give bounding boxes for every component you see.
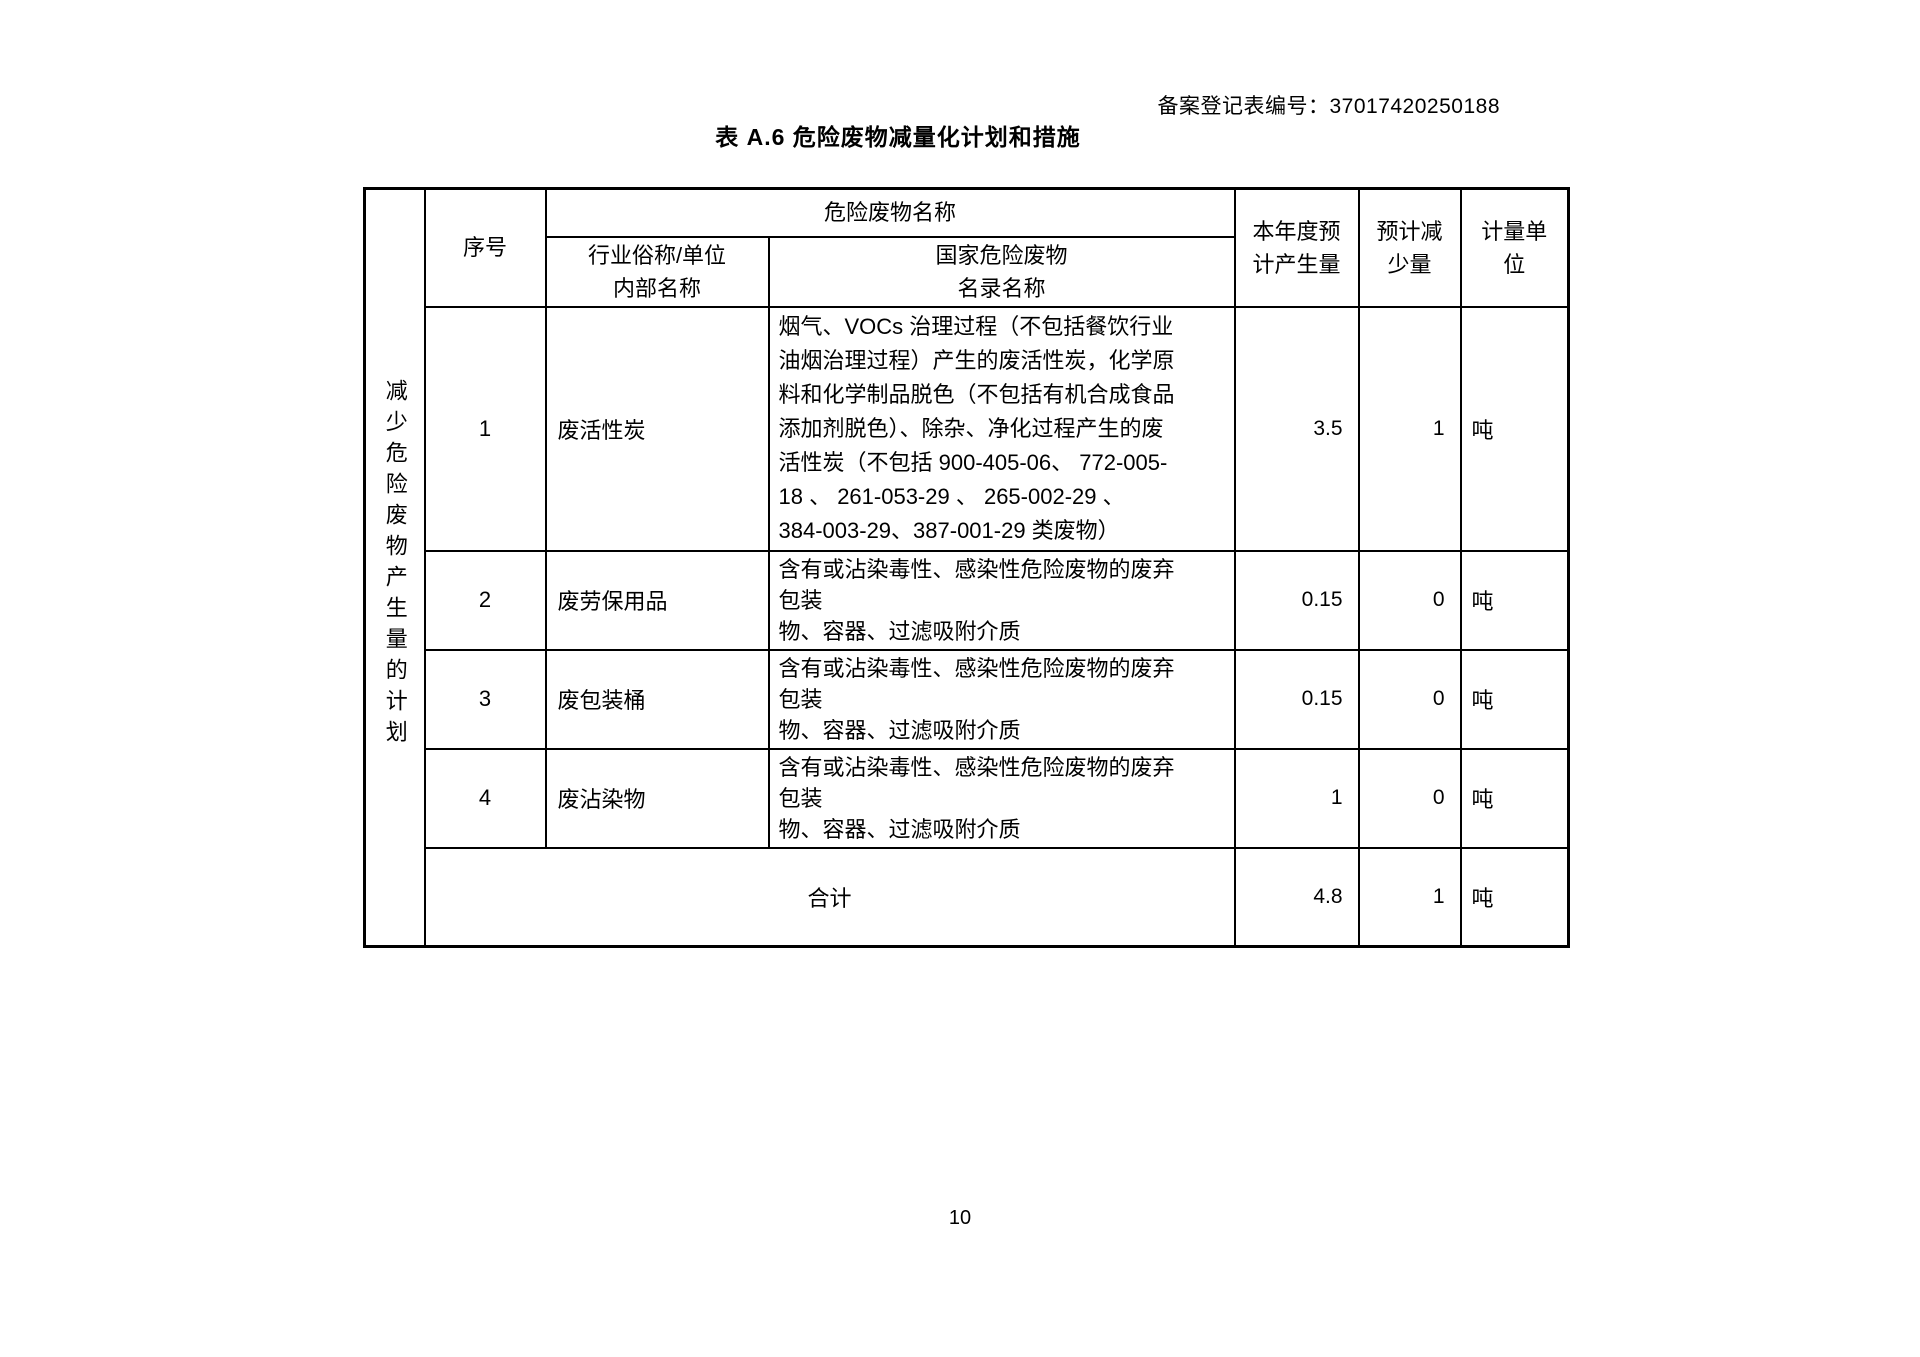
row-industry-alias: 废活性炭 [544,305,770,552]
total-row: 合计 4.8 1 吨 [365,846,1570,948]
table-row: 1 废活性炭 烟气、VOCs 治理过程（不包括餐饮行业 油烟治理过程）产生的废活… [365,305,1570,552]
row-unit: 吨 [1459,305,1570,552]
header-expected-reduction: 预计减 少量 [1357,187,1462,308]
row-generation: 1 [1233,747,1360,849]
row-national-catalog: 含有或沾染毒性、感染性危险废物的废弃 包装 物、容器、过滤吸附介质 [767,648,1236,750]
side-label-reduction-plan: 减少危险废物产生量的计划 [382,378,408,751]
header-annual-expected-generation: 本年度预 计产生量 [1233,187,1360,308]
row-reduction: 0 [1357,549,1462,651]
row-seq: 1 [423,305,547,552]
row-unit: 吨 [1459,648,1570,750]
total-label: 合计 [423,846,1236,948]
header-seq: 序号 [423,187,547,308]
side-label-cell: 减少危险废物产生量的计划 [363,187,426,948]
row-seq: 3 [423,648,547,750]
row-seq: 2 [423,549,547,651]
header-unit: 计量单 位 [1459,187,1570,308]
table-title: 表 A.6 危险废物减量化计划和措施 [715,124,1081,150]
header-industry-alias: 行业俗称/单位 内部名称 [544,235,770,308]
page-number: 10 [948,1207,972,1229]
row-national-catalog: 含有或沾染毒性、感染性危险废物的废弃 包装 物、容器、过滤吸附介质 [767,747,1236,849]
table-row: 3 废包装桶 含有或沾染毒性、感染性危险废物的废弃 包装 物、容器、过滤吸附介质… [365,648,1570,750]
header-national-catalog: 国家危险废物 名录名称 [767,235,1236,308]
table-row: 2 废劳保用品 含有或沾染毒性、感染性危险废物的废弃 包装 物、容器、过滤吸附介… [365,549,1570,651]
row-seq: 4 [423,747,547,849]
record-registration-number: 备案登记表编号：37017420250188 [1157,95,1500,118]
row-national-catalog: 含有或沾染毒性、感染性危险废物的废弃 包装 物、容器、过滤吸附介质 [767,549,1236,651]
table-row: 4 废沾染物 含有或沾染毒性、感染性危险废物的废弃 包装 物、容器、过滤吸附介质… [365,747,1570,849]
row-generation: 0.15 [1233,549,1360,651]
total-generation: 4.8 [1233,846,1360,948]
total-unit: 吨 [1459,846,1570,948]
row-industry-alias: 废沾染物 [544,747,770,849]
row-reduction: 0 [1357,648,1462,750]
row-reduction: 1 [1357,305,1462,552]
row-generation: 0.15 [1233,648,1360,750]
hazardous-waste-reduction-table: 减少危险废物产生量的计划 序号 危险废物名称 本年度预 计产生量 预计减 少量 … [363,187,1571,948]
row-national-catalog: 烟气、VOCs 治理过程（不包括餐饮行业 油烟治理过程）产生的废活性炭，化学原 … [767,305,1236,552]
row-generation: 3.5 [1233,305,1360,552]
row-unit: 吨 [1459,549,1570,651]
row-unit: 吨 [1459,747,1570,849]
row-industry-alias: 废劳保用品 [544,549,770,651]
header-waste-name-group: 危险废物名称 [544,187,1236,238]
row-reduction: 0 [1357,747,1462,849]
total-reduction: 1 [1357,846,1462,948]
row-industry-alias: 废包装桶 [544,648,770,750]
